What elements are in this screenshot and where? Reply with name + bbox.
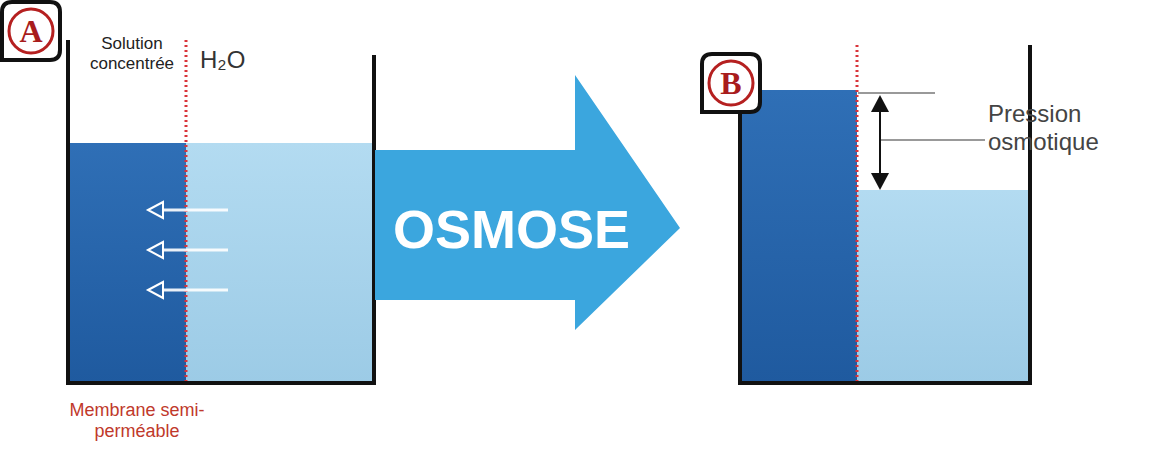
- process-arrow: [375, 75, 680, 330]
- flow-arrow-head: [148, 242, 163, 258]
- concentrated-solution: [740, 90, 857, 383]
- pressure-arrow-head: [871, 173, 889, 190]
- pressure-arrow-line: [879, 108, 881, 177]
- flow-arrow-line: [163, 209, 228, 212]
- concentrated-solution: [68, 143, 186, 383]
- flow-arrow-line: [163, 289, 228, 292]
- step-letter: B: [700, 52, 762, 114]
- water-label: H₂O: [200, 46, 270, 74]
- flow-arrow-line: [163, 249, 228, 252]
- flow-arrow-head: [148, 282, 163, 298]
- flow-arrow-head: [148, 202, 163, 218]
- leader-line: [880, 139, 985, 141]
- solution-label: Solution concentrée: [76, 34, 188, 73]
- membrane-label: Membrane semi-perméable: [58, 400, 216, 441]
- step-badge: A: [0, 0, 62, 62]
- pressure-label: Pression osmotique: [988, 100, 1158, 155]
- pressure-arrow-head: [871, 95, 889, 112]
- water-flow-arrows: [148, 202, 228, 298]
- step-letter: A: [0, 0, 62, 62]
- process-arrow-box: OSMOSE: [375, 75, 685, 330]
- beaker-wall: [740, 45, 1030, 383]
- step-badge: B: [700, 52, 762, 114]
- pure-water: [857, 190, 1030, 383]
- pure-water: [186, 143, 374, 383]
- membrane-line: [856, 45, 859, 381]
- beaker-wall: [68, 40, 374, 383]
- process-name: OSMOSE: [389, 199, 634, 259]
- level-line: [858, 92, 935, 94]
